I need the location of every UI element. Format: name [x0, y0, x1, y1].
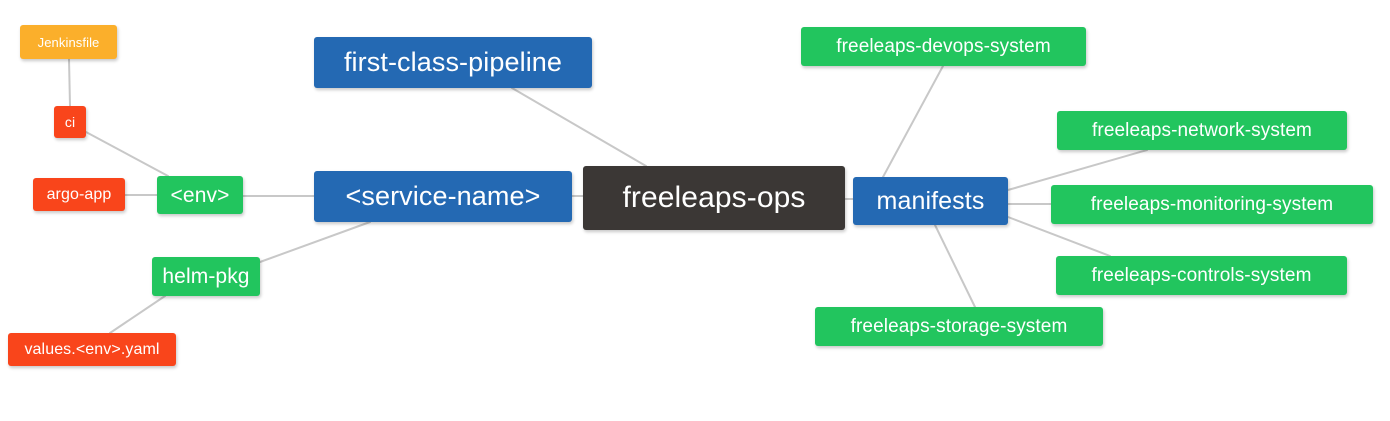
node-label: ci [64, 114, 76, 130]
node-label: freeleaps-devops-system [836, 36, 1051, 57]
node-freeleaps-monitoring-system[interactable]: freeleaps-monitoring-system [1051, 185, 1373, 224]
node-label: helm-pkg [162, 265, 250, 288]
node-label: freeleaps-storage-system [850, 316, 1068, 337]
node-label: values.<env>.yaml [24, 340, 160, 358]
node-freeleaps-ops[interactable]: freeleaps-ops [583, 166, 845, 230]
node-freeleaps-storage-system[interactable]: freeleaps-storage-system [815, 307, 1103, 346]
edge-manifests-to-freeleaps-storage-system [934, 224, 976, 308]
node-label: freeleaps-monitoring-system [1090, 194, 1334, 215]
edge-values-env-yaml-to-helm-pkg [109, 295, 166, 334]
node-label: <env> [170, 183, 230, 207]
node-freeleaps-controls-system[interactable]: freeleaps-controls-system [1056, 256, 1347, 295]
node-label: freeleaps-ops [622, 181, 806, 214]
node-service-name[interactable]: <service-name> [314, 171, 572, 222]
node-label: Jenkinsfile [37, 34, 100, 50]
edge-helm-pkg-to-service-name [259, 221, 371, 263]
node-ci[interactable]: ci [54, 106, 86, 138]
node-label: manifests [876, 186, 985, 215]
edge-jenkinsfile-to-ci [68, 58, 71, 107]
edge-manifests-to-freeleaps-network-system [1007, 149, 1148, 191]
node-env[interactable]: <env> [157, 176, 243, 214]
node-helm-pkg[interactable]: helm-pkg [152, 257, 260, 296]
node-manifests[interactable]: manifests [853, 177, 1008, 225]
node-label: freeleaps-controls-system [1091, 265, 1312, 286]
node-values-env-yaml[interactable]: values.<env>.yaml [8, 333, 176, 366]
edge-ci-to-env [85, 131, 169, 177]
edge-first-class-pipeline-to-freeleaps-ops [511, 87, 647, 167]
node-freeleaps-network-system[interactable]: freeleaps-network-system [1057, 111, 1347, 150]
node-label: freeleaps-network-system [1092, 120, 1312, 141]
node-argo-app[interactable]: argo-app [33, 178, 125, 211]
node-jenkinsfile[interactable]: Jenkinsfile [20, 25, 117, 59]
edge-manifests-to-freeleaps-devops-system [882, 65, 944, 178]
node-label: argo-app [46, 185, 112, 203]
node-first-class-pipeline[interactable]: first-class-pipeline [314, 37, 592, 88]
node-label: <service-name> [345, 181, 541, 211]
node-label: first-class-pipeline [343, 47, 563, 77]
node-freeleaps-devops-system[interactable]: freeleaps-devops-system [801, 27, 1086, 66]
